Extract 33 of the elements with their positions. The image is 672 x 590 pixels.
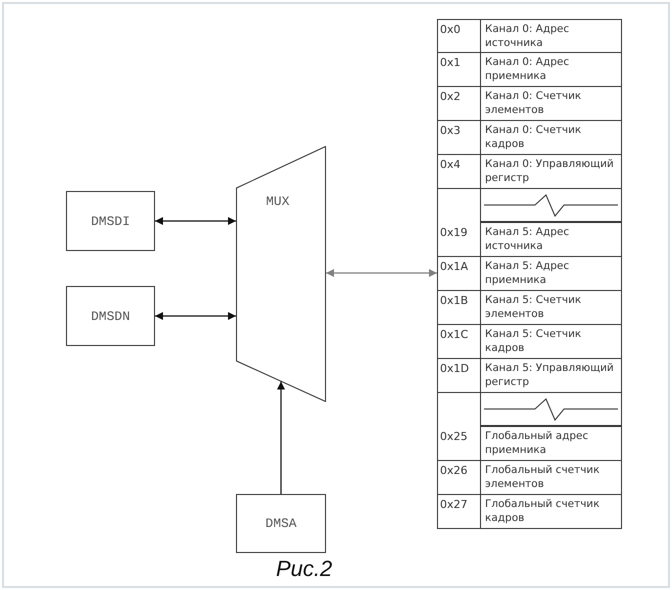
figure-caption: Рис.2 (276, 556, 332, 582)
register-address: 0x25 (438, 427, 480, 461)
register-address: 0x0 (438, 19, 480, 53)
register-address: 0x1A (438, 257, 480, 291)
block-label: MUX (266, 194, 290, 209)
register-description: Канал 0: Адрес приемника (480, 52, 622, 87)
register-address: 0x1 (438, 53, 480, 87)
block: DMSDI (66, 191, 155, 251)
register-address: 0x2 (438, 87, 480, 121)
arrow (277, 382, 285, 494)
register-description: Канал 0: Счетчик элементов (480, 86, 622, 121)
register-description: Канал 5: Счетчик кадров (480, 324, 622, 359)
arrow (155, 312, 236, 320)
block: DMSDN (66, 286, 155, 346)
block: DMSA (236, 494, 326, 553)
arrow (326, 269, 437, 277)
register-address: 0x19 (438, 223, 480, 257)
register-description: Канал 0: Адрес источника (480, 19, 622, 53)
register-description: Глобальный счетчик элементов (480, 460, 622, 495)
register-table (437, 19, 621, 529)
register-address: 0x1B (438, 291, 480, 325)
register-address: 0x1C (438, 325, 480, 359)
register-address: 0x4 (438, 155, 480, 189)
register-description: Канал 5: Адрес приемника (480, 256, 622, 291)
register-address: 0x1D (438, 359, 480, 393)
register-description: Глобальный счетчик кадров (480, 494, 622, 529)
register-address: 0x26 (438, 461, 480, 495)
arrow (155, 217, 236, 225)
register-description: Канал 5: Счетчик элементов (480, 290, 622, 325)
register-address: 0x27 (438, 495, 480, 529)
register-description: Канал 0: Счетчик кадров (480, 120, 622, 155)
multiplexer (236, 146, 326, 402)
register-address: 0x3 (438, 121, 480, 155)
